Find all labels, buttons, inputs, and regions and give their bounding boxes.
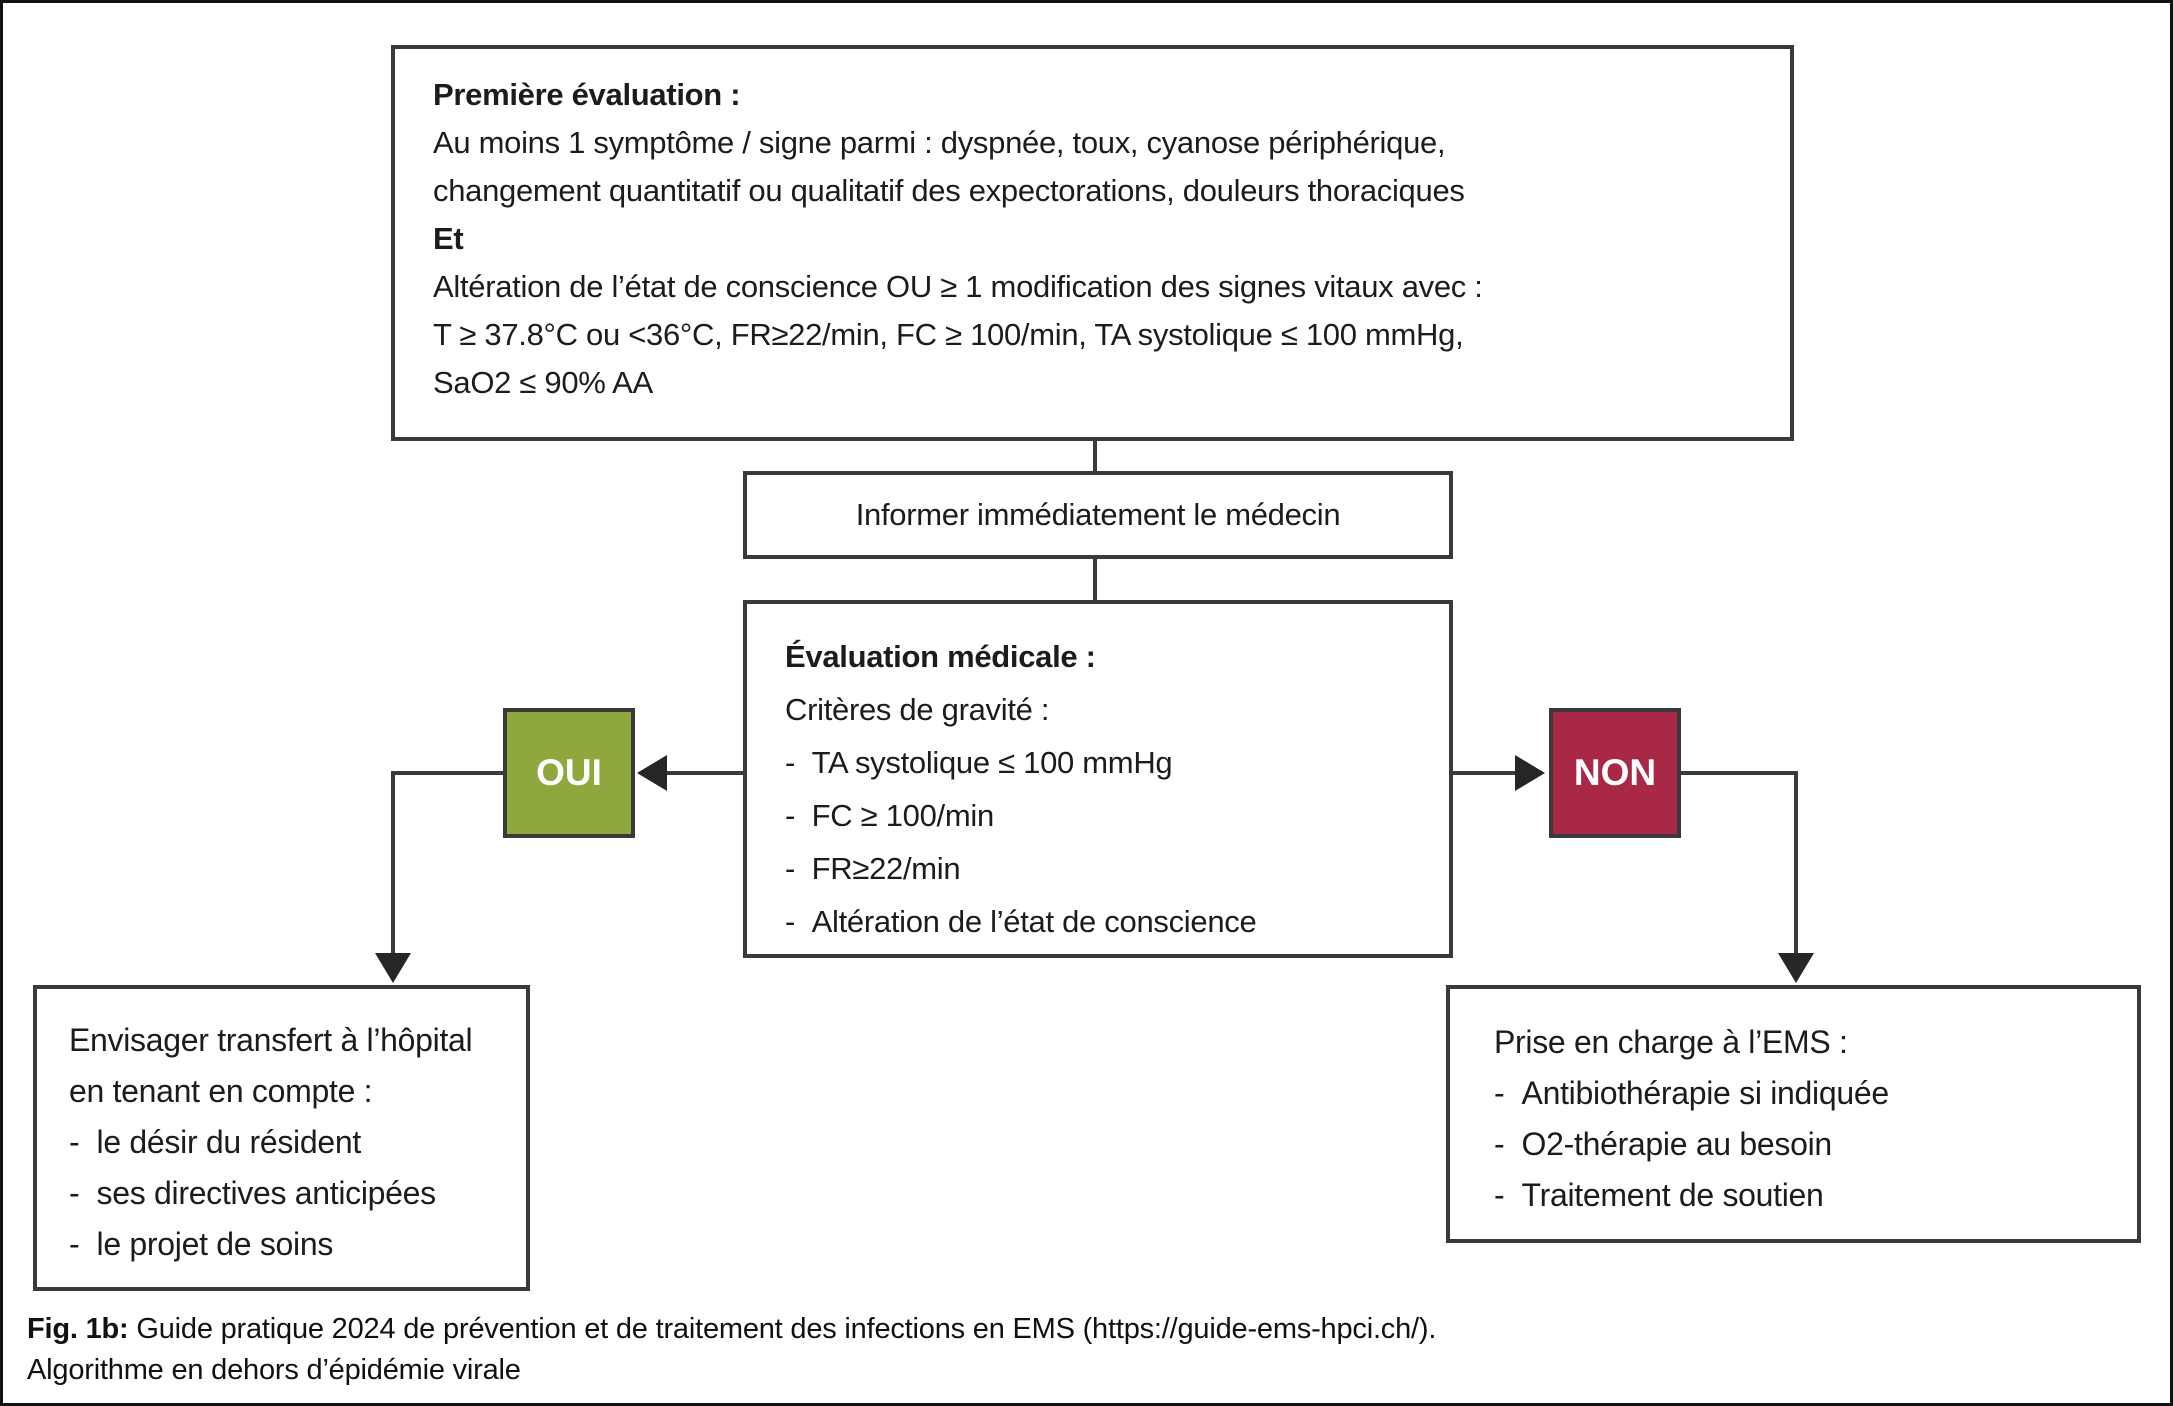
criterion-line: - FR≥22/min (785, 851, 961, 886)
first-evaluation-box: Première évaluation : Au moins 1 symptôm… (391, 45, 1794, 441)
hospital-transfer-item: - le désir du résident (69, 1124, 361, 1160)
first-evaluation-title: Première évaluation : (433, 77, 741, 112)
ems-care-item: - O2-thérapie au besoin (1494, 1126, 1832, 1162)
criterion-line: - Altération de l’état de conscience (785, 904, 1257, 939)
severity-criteria-label: Critères de gravité : (785, 692, 1050, 727)
oui-path-vertical (391, 771, 395, 955)
arrowhead-right-icon (1515, 755, 1545, 791)
oui-decision-box: OUI (503, 708, 635, 838)
ems-care-title: Prise en charge à l’EMS : (1494, 1024, 1848, 1060)
non-decision-box: NON (1549, 708, 1681, 838)
caption-line-1: Fig. 1b: Guide pratique 2024 de préventi… (27, 1309, 1436, 1350)
caption-line-2: Algorithme en dehors d’épidémie virale (27, 1354, 521, 1386)
first-evaluation-line: T ≥ 37.8°C ou <36°C, FR≥22/min, FC ≥ 100… (433, 317, 1464, 352)
arrowhead-down-left-icon (375, 953, 411, 983)
first-evaluation-line: Au moins 1 symptôme / signe parmi : dysp… (433, 125, 1446, 160)
arrowhead-left-icon (637, 755, 667, 791)
hospital-transfer-box: Envisager transfert à l’hôpital en tenan… (33, 985, 530, 1291)
non-label: NON (1573, 752, 1657, 793)
ems-care-item: - Antibiothérapie si indiquée (1494, 1075, 1889, 1111)
first-evaluation-line: SaO2 ≤ 90% AA (433, 365, 653, 400)
hospital-transfer-item: - le projet de soins (69, 1226, 334, 1262)
figure-caption: Fig. 1b: Guide pratique 2024 de préventi… (27, 1309, 1436, 1391)
oui-path-horizontal (391, 771, 503, 775)
criterion-line: - FC ≥ 100/min (785, 798, 994, 833)
non-path-horizontal (1681, 771, 1798, 775)
first-evaluation-and: Et (433, 221, 464, 256)
ems-care-box: Prise en charge à l’EMS : - Antibiothéra… (1446, 985, 2141, 1243)
hospital-transfer-line: en tenant en compte : (69, 1073, 373, 1109)
criterion-line: - TA systolique ≤ 100 mmHg (785, 745, 1173, 780)
inform-doctor-text: Informer immédiatement le médecin (855, 497, 1341, 532)
connector-premiere-informer (1093, 440, 1097, 472)
hospital-transfer-item: - ses directives anticipées (69, 1175, 436, 1211)
first-evaluation-line: changement quantitatif ou qualitatif des… (433, 173, 1465, 208)
connector-informer-evaluation (1093, 558, 1097, 601)
non-path-vertical (1794, 771, 1798, 955)
arrowhead-down-right-icon (1778, 953, 1814, 983)
medical-evaluation-box: Évaluation médicale : Critères de gravit… (743, 600, 1453, 958)
caption-text: Guide pratique 2024 de prévention et de … (128, 1313, 1437, 1345)
first-evaluation-line: Altération de l’état de conscience OU ≥ … (433, 269, 1483, 304)
hospital-transfer-line: Envisager transfert à l’hôpital (69, 1022, 473, 1058)
ems-care-item: - Traitement de soutien (1494, 1177, 1824, 1213)
arrow-line-to-non (1453, 771, 1519, 775)
inform-doctor-box: Informer immédiatement le médecin (743, 471, 1453, 559)
figure-number-label: Fig. 1b: (27, 1313, 129, 1345)
arrow-line-to-oui (651, 771, 743, 775)
oui-label: OUI (536, 752, 602, 793)
medical-evaluation-title: Évaluation médicale : (785, 639, 1096, 674)
